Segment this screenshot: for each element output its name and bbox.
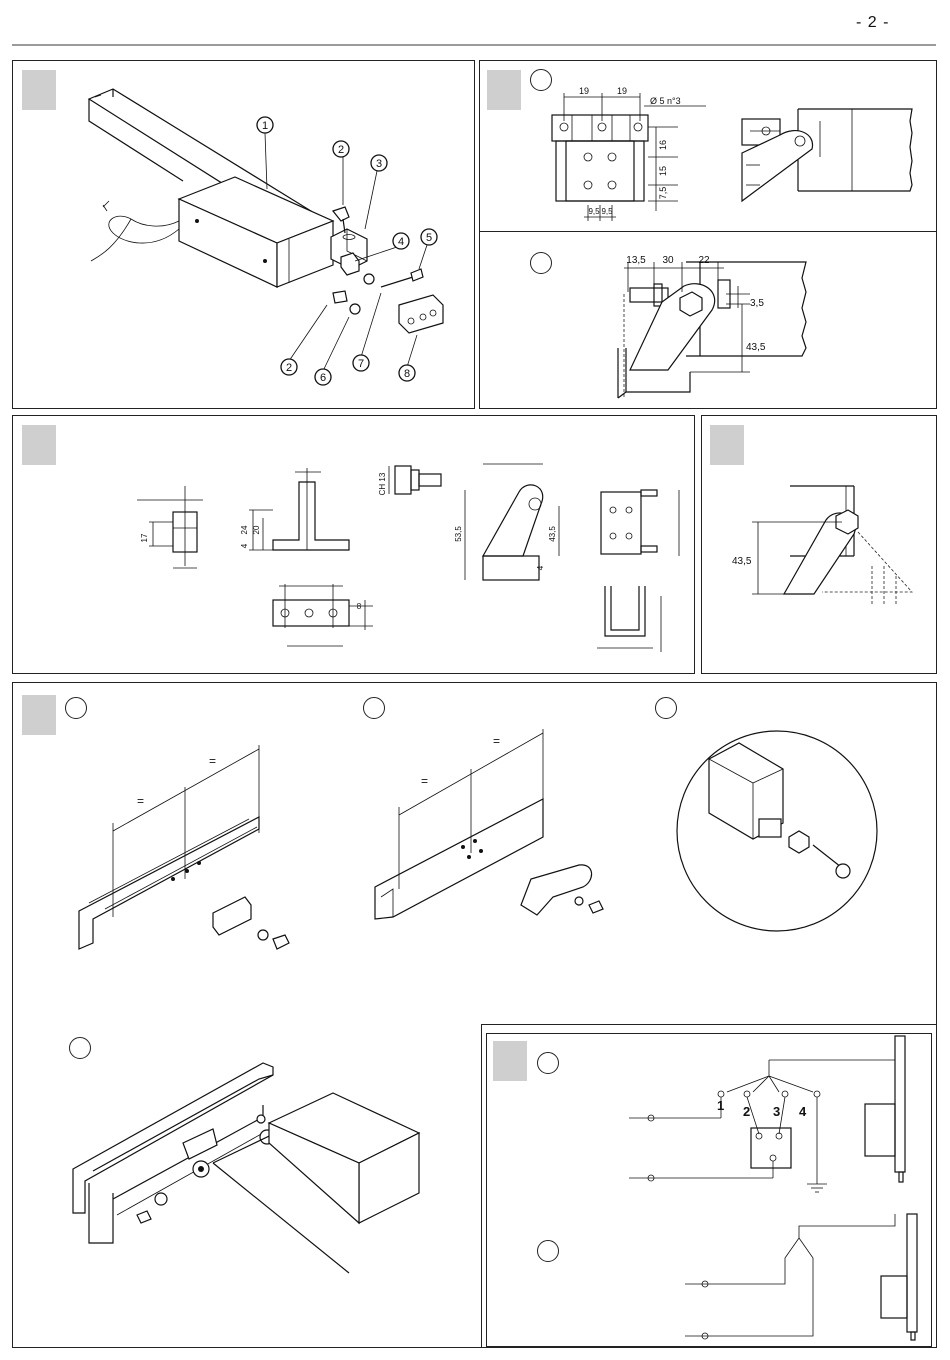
panel-arm-dims: 13,5 30 22 3,5 43,5	[479, 231, 937, 409]
top-rule	[12, 44, 936, 46]
callout-5: 5	[426, 232, 432, 244]
equal-mark-3: =	[421, 774, 428, 788]
dim-43-5: 43,5	[746, 342, 766, 353]
dim-13-5: 13,5	[626, 255, 646, 266]
equal-mark-2: =	[209, 754, 216, 768]
dim-43-5-side: 43,5	[732, 556, 752, 567]
equal-mark-1: =	[137, 794, 144, 808]
arm-side-drawing: 43,5	[702, 416, 938, 675]
panel-assembly: 1 2 3 4 5 2 6 7 8	[12, 60, 475, 409]
dim-53-5: 53,5	[454, 526, 463, 542]
panel-parts: 17 24 20 4 8 CH 13 53,5 43,5 4	[12, 415, 695, 674]
dim-19a: 19	[579, 86, 589, 96]
callout-2b: 2	[286, 362, 292, 374]
parts-drawing: 17 24 20 4 8 CH 13 53,5 43,5 4	[13, 416, 696, 675]
dim-17: 17	[140, 533, 149, 542]
dim-4a: 4	[240, 543, 249, 548]
panel-arm-side: 43,5	[701, 415, 937, 674]
dim-16: 16	[658, 140, 668, 150]
callout-2: 2	[338, 144, 344, 156]
panel-wiring-inner: 1 2 3 4	[486, 1033, 932, 1347]
terminal-4: 4	[799, 1104, 807, 1119]
panel-wiring: 1 2 3 4	[481, 1024, 937, 1348]
arm-dims-drawing: 13,5 30 22 3,5 43,5	[480, 232, 938, 410]
dim-4b: 4	[536, 565, 545, 570]
dim-8: 8	[357, 602, 362, 611]
dim-holes: Ø 5 n°3	[650, 96, 681, 106]
dim-22: 22	[698, 255, 710, 266]
callout-6: 6	[320, 372, 326, 384]
dim-7-5: 7,5	[658, 187, 668, 200]
bracket-dims-drawing: 19 19 Ø 5 n°3 16 15 7,5 9,5 9,5	[480, 61, 938, 234]
callout-4: 4	[398, 236, 404, 248]
callout-7: 7	[358, 358, 364, 370]
dim-9-5a: 9,5	[588, 207, 600, 216]
assembly-drawing: 1 2 3 4 5 2 6 7 8	[13, 61, 476, 410]
callout-3: 3	[376, 158, 382, 170]
callout-1: 1	[262, 120, 268, 132]
equal-mark-4: =	[493, 734, 500, 748]
panel-bracket-dims: 19 19 Ø 5 n°3 16 15 7,5 9,5 9,5	[479, 60, 937, 233]
terminal-2: 2	[743, 1104, 750, 1119]
dim-30: 30	[662, 255, 674, 266]
dim-19b: 19	[617, 86, 627, 96]
dim-43-5-parts: 43,5	[548, 526, 557, 542]
wiring-drawing: 1 2 3 4	[487, 1034, 933, 1348]
callout-8: 8	[404, 368, 410, 380]
dim-15: 15	[658, 166, 668, 176]
page-number: - 2 -	[856, 14, 889, 32]
dim-ch13: CH 13	[378, 472, 387, 495]
dim-24: 24	[240, 525, 249, 534]
dim-9-5b: 9,5	[601, 207, 613, 216]
terminal-3: 3	[773, 1104, 780, 1119]
dim-20: 20	[252, 525, 261, 534]
dim-3-5: 3,5	[750, 298, 764, 309]
